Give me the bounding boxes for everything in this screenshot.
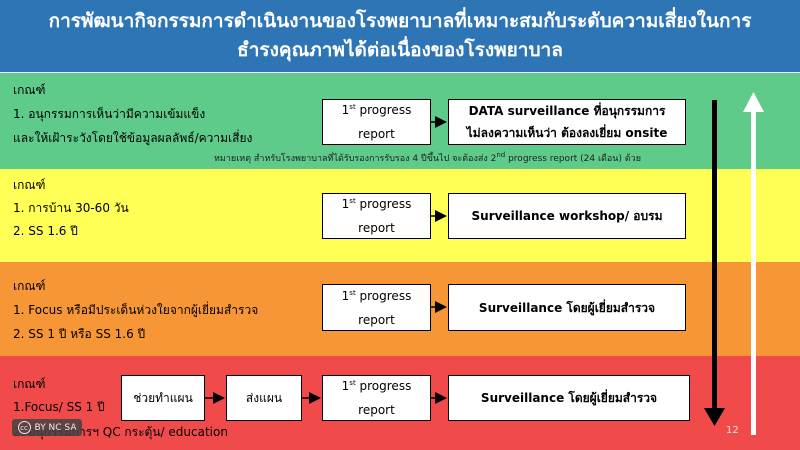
tier-3-item-2: 2. SS 1 ปี หรือ SS 1.6 ปี xyxy=(13,327,146,341)
slide-title: การพัฒนากิจกรรมการดำเนินงานของโรงพยาบาลท… xyxy=(0,0,800,72)
title-line-1: การพัฒนากิจกรรมการดำเนินงานของโรงพยาบาลท… xyxy=(48,10,752,32)
tier-1-criteria-label: เกณฑ์ xyxy=(13,83,46,97)
tier-2-item-1: 1. การบ้าน 30-60 วัน xyxy=(13,201,129,215)
tier-4-item-1: 1.Focus/ SS 1 ปี xyxy=(13,400,105,414)
tier-3-outcome-box: Surveillance โดยผู้เยี่ยมสำรวจ xyxy=(448,284,686,331)
tier-3-progress-box: 1st progress report xyxy=(322,284,431,331)
tier-4-criteria-label: เกณฑ์ xyxy=(13,377,46,391)
tier-2-outcome-box: Surveillance workshop/ อบรม xyxy=(448,193,686,239)
tier-1-item-1: 1. อนุกรรมการเห็นว่ามีความเข้มแข็ง xyxy=(13,107,206,121)
tier-3-item-1: 1. Focus หรือมีประเด็นห่วงใยจากผู้เยี่ยม… xyxy=(13,303,259,317)
tier-4-step-2-box: ส่งแผน xyxy=(226,375,302,421)
tier-2-item-2: 2. SS 1.6 ปี xyxy=(13,224,78,238)
tier-2-progress-box: 1st progress report xyxy=(322,193,431,239)
cc-license-icon: cc BY NC SA xyxy=(12,419,82,436)
tier-1-progress-box: 1st progress report xyxy=(322,99,431,145)
title-line-2: ธำรงคุณภาพได้ต่อเนื่องของโรงพยาบาล xyxy=(237,39,563,61)
tier-3-criteria-label: เกณฑ์ xyxy=(13,279,46,293)
tier-1-item-2: และให้เฝ้าระวังโดยใช้ข้อมูลผลลัพธ์/ความเ… xyxy=(13,131,253,145)
tier-1-outcome-box: DATA surveillance ที่อนุกรรมการ ไม่ลงควา… xyxy=(448,99,686,145)
tier-4-outcome-box: Surveillance โดยผู้เยี่ยมสำรวจ xyxy=(448,375,690,421)
tier-4-step-1-box: ช่วยทำแผน xyxy=(121,375,205,421)
tier-4-progress-box: 1st progress report xyxy=(322,375,431,421)
tier-2-criteria-label: เกณฑ์ xyxy=(13,178,46,192)
page-number: 12 xyxy=(726,425,739,436)
tier-1-note: หมายเหตุ สำหรับโรงพยาบาลที่ได้รับรองการร… xyxy=(214,151,642,165)
